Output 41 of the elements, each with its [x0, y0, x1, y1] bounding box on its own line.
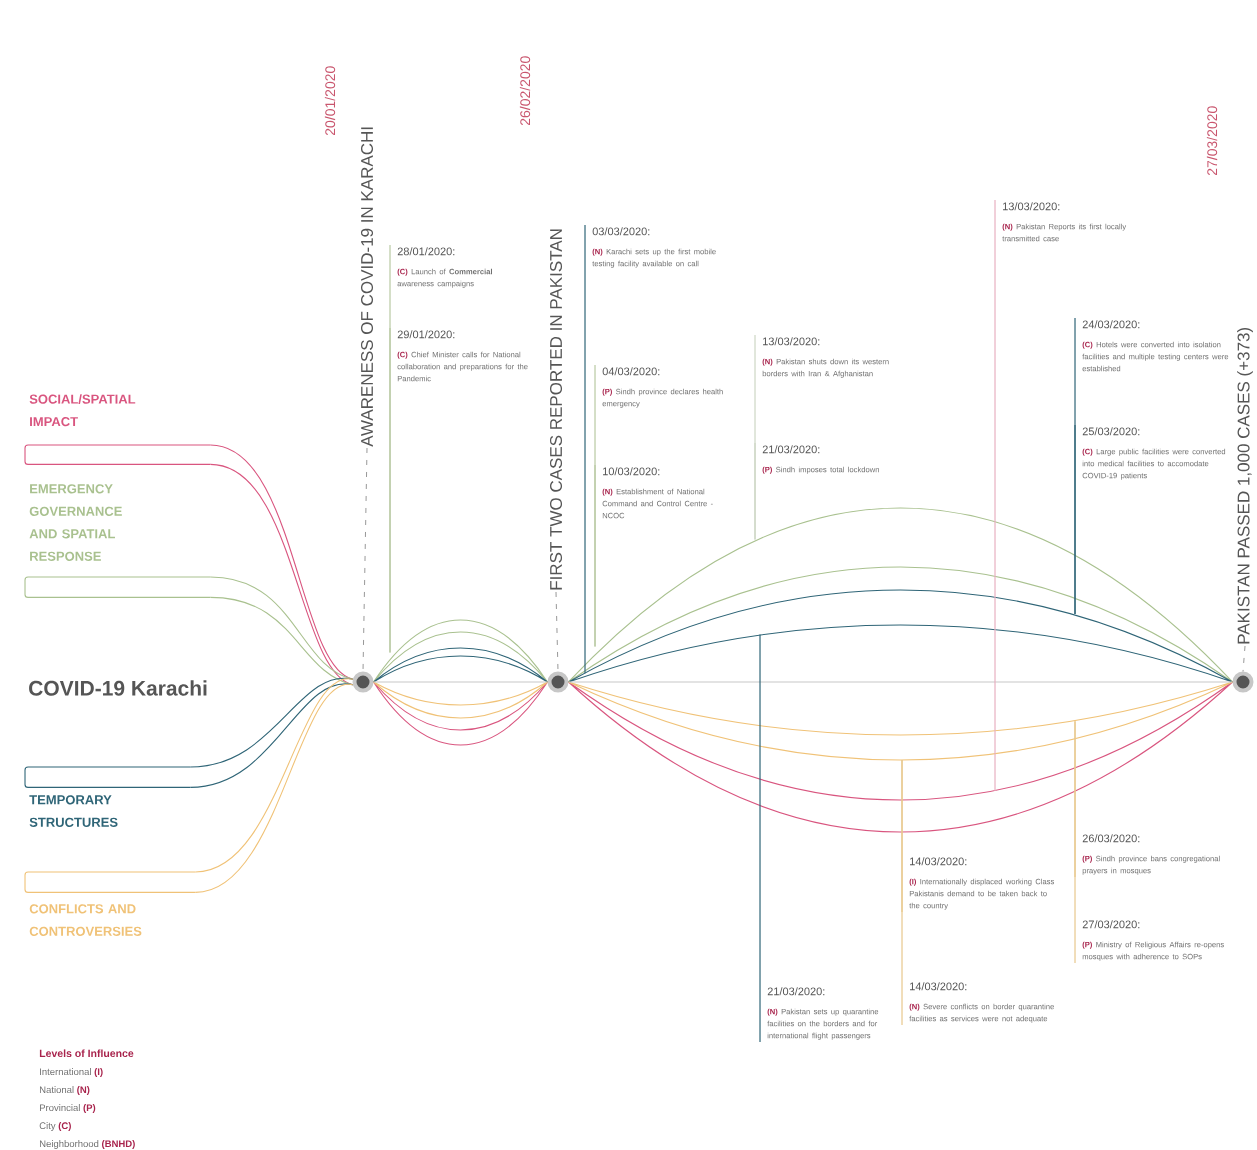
category-band: EMERGENCY GOVERNANCE AND SPATIAL RESPONSE: [24, 484, 211, 598]
milestone-dot: [547, 671, 569, 693]
leader-line: [1074, 424, 1076, 615]
legend-entry: Provincial (P): [40, 1104, 96, 1113]
leader-line: [584, 224, 586, 674]
leader-line: [389, 327, 391, 653]
legend-entry: International (I): [40, 1068, 103, 1077]
leader-line: [754, 442, 756, 540]
band-curve: [209, 576, 354, 686]
legend-entry: City (C): [39, 1122, 71, 1131]
milestone-label: AWARENESS OF COVID-19 IN KARACHI: [361, 127, 374, 447]
category-band: TEMPORARY STRUCTURES: [24, 766, 191, 827]
leader-line: [994, 199, 996, 792]
milestone-date: 26/02/2020: [519, 56, 531, 126]
dashed-line: [1242, 645, 1246, 672]
milestone-dot: [1232, 671, 1254, 693]
timeline-curve: [567, 589, 1234, 683]
timeline-curve: [567, 681, 1234, 761]
milestone-date: 20/01/2020: [324, 66, 336, 136]
timeline-curve: [372, 681, 549, 719]
leader-line: [901, 759, 903, 1026]
leader-line: [759, 634, 761, 1043]
milestone-label: PAKISTAN PASSED 1,000 CASES (+373): [1237, 327, 1253, 644]
timeline-curve: [567, 507, 1234, 683]
band-curve: [194, 678, 354, 893]
milestone-dot: [352, 671, 374, 693]
legend-entry: Neighborhood (BNHD): [40, 1140, 135, 1149]
leader-line: [594, 464, 596, 648]
category-band: SOCIAL/SPATIAL IMPACT: [24, 394, 211, 465]
milestone-date: 27/03/2020: [1206, 106, 1218, 176]
timeline-curve: [567, 681, 1234, 833]
legend-title: Levels of Influence: [39, 1049, 134, 1058]
dashed-line: [555, 591, 559, 672]
category-band: CONFLICTS AND CONTROVERSIES: [24, 871, 196, 936]
main-title: COVID-19 Karachi: [29, 680, 207, 696]
timeline-curve: [372, 619, 549, 683]
timeline-curve: [372, 681, 549, 746]
timeline-curve: [372, 647, 549, 683]
leader-line: [1074, 720, 1076, 964]
milestone-label: FIRST TWO CASES REPORTED IN PAKISTAN: [550, 229, 563, 590]
legend-entry: National (N): [40, 1086, 90, 1095]
